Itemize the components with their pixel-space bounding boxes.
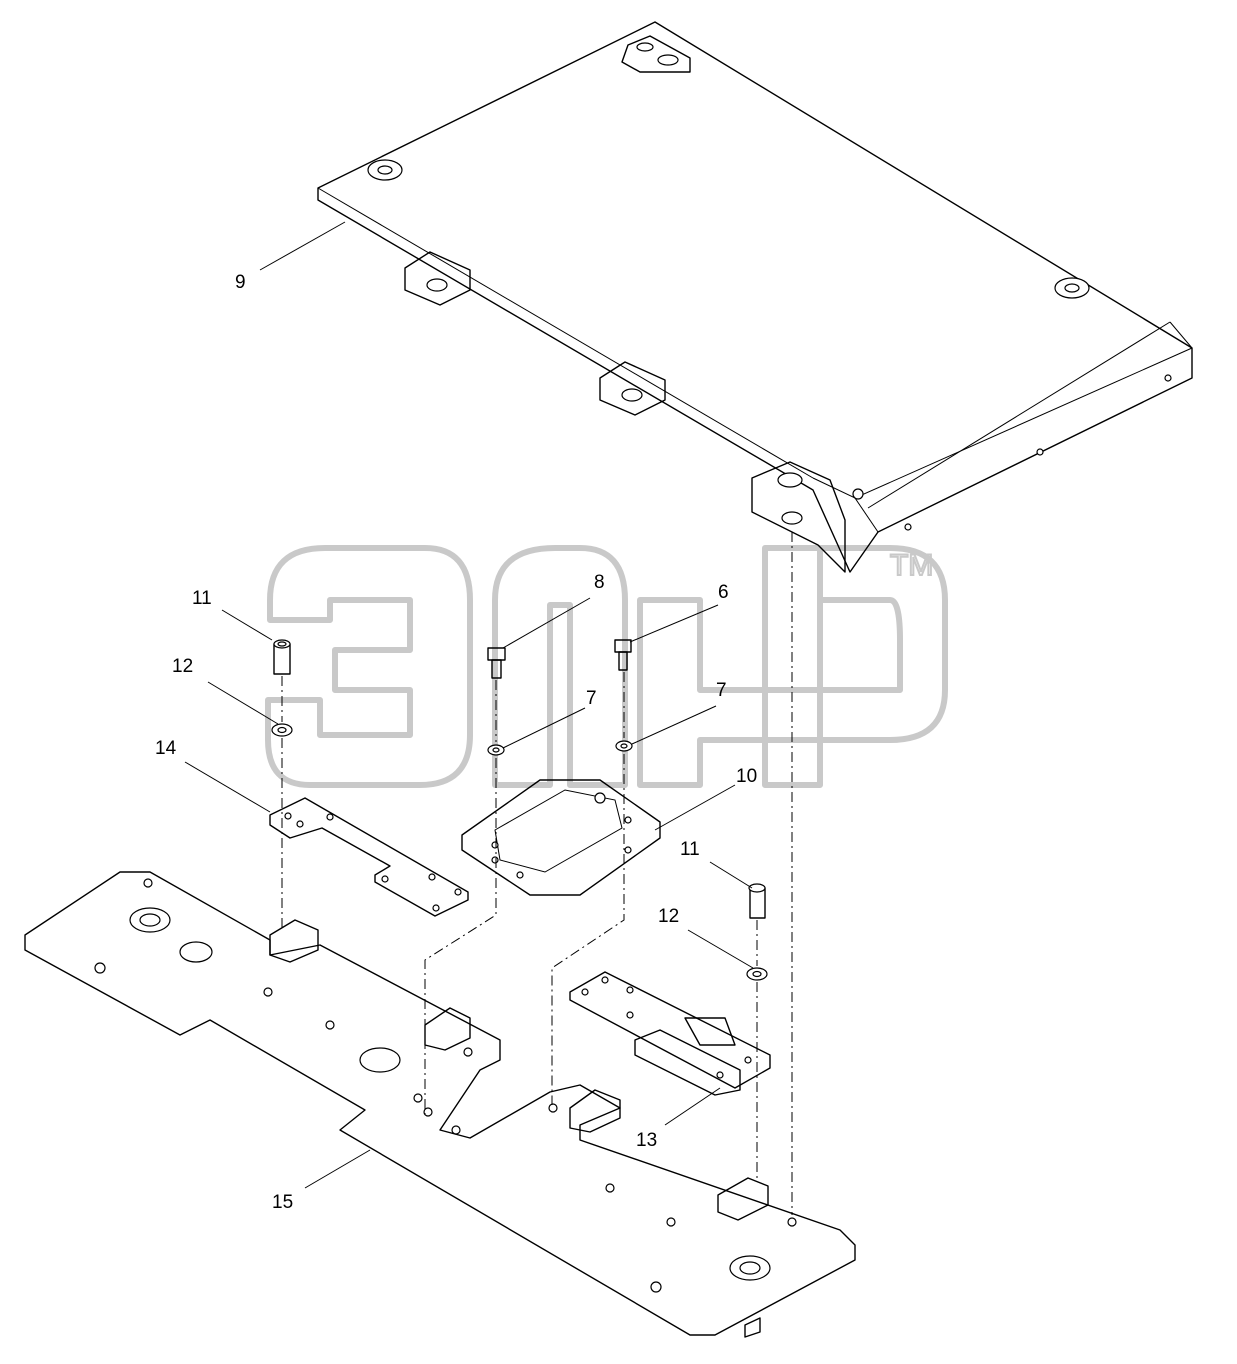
callout-14: 14	[155, 738, 177, 759]
leader-lines	[184, 221, 754, 1189]
washer-7-left	[487, 744, 505, 756]
part-9-top-cover	[317, 21, 1193, 573]
callout-7-left: 7	[586, 688, 597, 709]
callout-12-left: 12	[172, 656, 193, 677]
assembly-lines	[281, 532, 793, 1215]
callout-13: 13	[636, 1130, 657, 1151]
part-15-base-plate	[24, 871, 856, 1338]
callout-6: 6	[718, 582, 729, 603]
callout-7-right: 7	[716, 680, 727, 701]
bolt-8	[487, 647, 506, 679]
callout-11-right: 11	[680, 839, 700, 860]
washer-12-left	[271, 723, 293, 737]
part-10-plate	[461, 779, 661, 896]
callout-11-left: 11	[192, 588, 212, 609]
fastener-11-right	[748, 883, 766, 919]
callout-12-right: 12	[658, 906, 679, 927]
fastener-11-left	[273, 639, 291, 675]
bolt-6	[614, 639, 632, 671]
washer-12-right	[746, 967, 768, 981]
callout-10: 10	[736, 766, 757, 787]
part-13-hinge	[569, 971, 771, 1096]
watermark-tm: TM	[890, 549, 933, 582]
watermark-logo: TM	[265, 545, 948, 788]
callout-15: 15	[272, 1192, 293, 1213]
callout-labels: 9 11 8 6 12 7 7 14 10 11 12 13 15	[155, 272, 757, 1213]
part-14-bracket	[269, 797, 469, 917]
washer-7-right	[615, 740, 633, 752]
callout-8: 8	[594, 572, 605, 593]
callout-9: 9	[235, 272, 246, 293]
